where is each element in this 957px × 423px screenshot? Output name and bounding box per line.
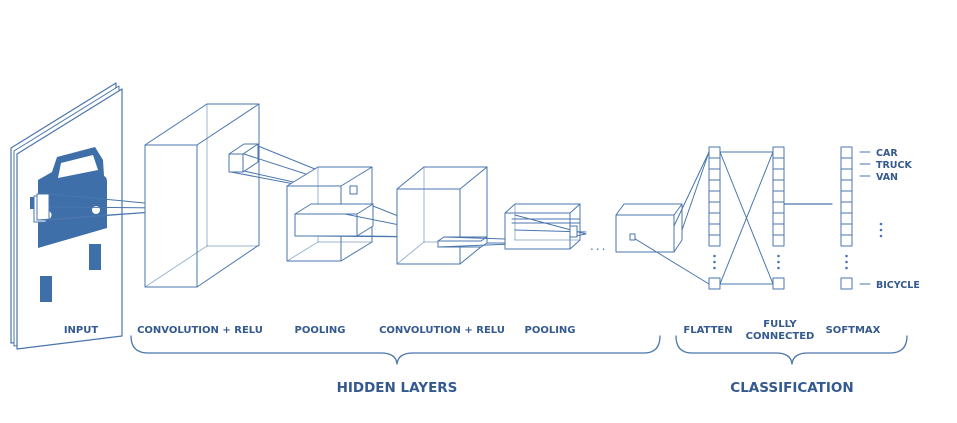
conv2-feature-map — [396, 166, 488, 265]
class-van: VAN — [876, 172, 898, 183]
label-conv1: CONVOLUTION + RELU — [137, 325, 263, 336]
layers-ellipsis: ... — [590, 239, 607, 253]
label-hidden-layers: HIDDEN LAYERS — [337, 380, 458, 396]
label-conv2: CONVOLUTION + RELU — [379, 325, 505, 336]
label-pool2: POOLING — [524, 325, 575, 336]
softmax-column — [840, 146, 883, 290]
label-classification: CLASSIFICATION — [730, 380, 853, 396]
label-fully: FULLY — [763, 319, 797, 330]
hidden-layers-brace — [130, 335, 661, 365]
label-pool1: POOLING — [294, 325, 345, 336]
final-feature-map — [615, 151, 710, 285]
conv1-feature-map — [144, 103, 260, 288]
fully-connected-column — [772, 146, 833, 290]
label-input: INPUT — [64, 325, 99, 336]
flatten-column — [708, 146, 721, 290]
class-bicycle: BICYCLE — [876, 280, 920, 291]
label-softmax: SOFTMAX — [826, 325, 881, 336]
fc-connections — [719, 151, 774, 285]
class-truck: TRUCK — [876, 160, 912, 171]
classification-brace — [675, 335, 908, 365]
label-flatten: FLATTEN — [683, 325, 732, 336]
pool2-feature-map — [504, 203, 587, 250]
label-connected: CONNECTED — [746, 331, 815, 342]
class-car: CAR — [876, 148, 898, 159]
